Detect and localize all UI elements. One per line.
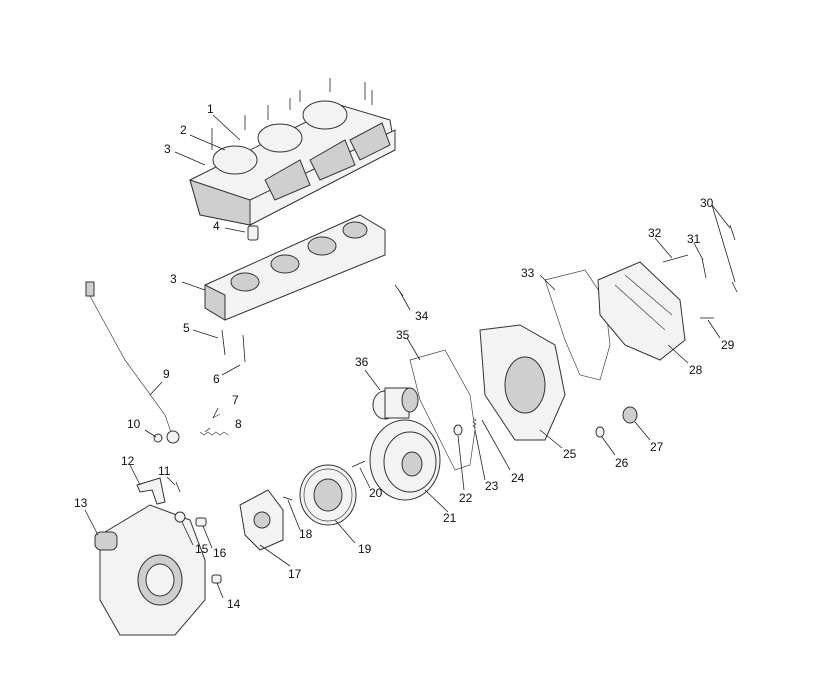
callout-27: 27	[650, 440, 664, 454]
callout-26: 26	[615, 456, 629, 470]
callout-34: 34	[415, 309, 429, 323]
upper-crankcase	[189, 78, 396, 226]
part-18-bolt	[282, 496, 293, 501]
callout-20: 20	[369, 486, 383, 500]
callout-6: 6	[213, 372, 220, 386]
callout-21: 21	[443, 511, 457, 525]
callout-3-lower: 3	[170, 272, 177, 286]
part-9-sensor-cable	[85, 281, 180, 444]
callout-7: 7	[232, 393, 239, 407]
callout-14: 14	[227, 597, 241, 611]
leader-lines	[84, 114, 736, 599]
lower-crankcase	[204, 214, 386, 321]
callout-1: 1	[207, 102, 214, 116]
callout-28: 28	[689, 363, 703, 377]
callout-35: 35	[396, 328, 410, 342]
part-13-housing	[94, 504, 206, 636]
callout-3-upper: 3	[164, 142, 171, 156]
callout-25: 25	[563, 447, 577, 461]
part-33-gasket	[544, 269, 611, 381]
small-fasteners	[394, 224, 738, 319]
part-20-bolt	[351, 460, 366, 468]
callout-8: 8	[235, 417, 242, 431]
callout-10: 10	[127, 417, 141, 431]
callout-17: 17	[288, 567, 302, 581]
callout-18: 18	[299, 527, 313, 541]
callout-5: 5	[183, 321, 190, 335]
callout-29: 29	[721, 338, 735, 352]
callout-9: 9	[163, 367, 170, 381]
parts-14-15-16	[174, 511, 222, 584]
callout-36: 36	[355, 355, 369, 369]
callout-11: 11	[158, 464, 171, 478]
part-10-ring	[153, 433, 163, 443]
callout-16: 16	[213, 546, 227, 560]
callout-labels: 1 2 3 3 4 5 6 7 8 9 10 11 12 13 14 15 16…	[74, 102, 735, 611]
callout-19: 19	[358, 542, 372, 556]
callout-33: 33	[521, 266, 535, 280]
parts-26-27	[595, 406, 638, 438]
part-21-flywheel	[369, 419, 441, 501]
part-36-starter-drive	[372, 387, 419, 420]
bolts-5-6	[221, 329, 246, 363]
callout-32: 32	[648, 226, 662, 240]
part-25-cover	[479, 324, 566, 441]
parts-11-12	[136, 477, 181, 505]
callout-4: 4	[213, 219, 220, 233]
parts-22-23	[453, 417, 477, 436]
callout-23: 23	[485, 479, 499, 493]
callout-12: 12	[121, 454, 135, 468]
callout-31: 31	[687, 232, 701, 246]
callout-2: 2	[180, 123, 187, 137]
parts-7-8	[199, 413, 229, 436]
part-35-gasket	[409, 349, 476, 471]
part-28-outer-cover	[597, 261, 686, 361]
callout-24: 24	[511, 471, 525, 485]
part-19-stator	[299, 464, 357, 526]
callout-22: 22	[459, 491, 473, 505]
callout-30: 30	[700, 196, 714, 210]
callout-13: 13	[74, 496, 88, 510]
part-17-plate	[239, 489, 284, 551]
part-4-bushing	[247, 225, 259, 241]
callout-15: 15	[195, 542, 209, 556]
